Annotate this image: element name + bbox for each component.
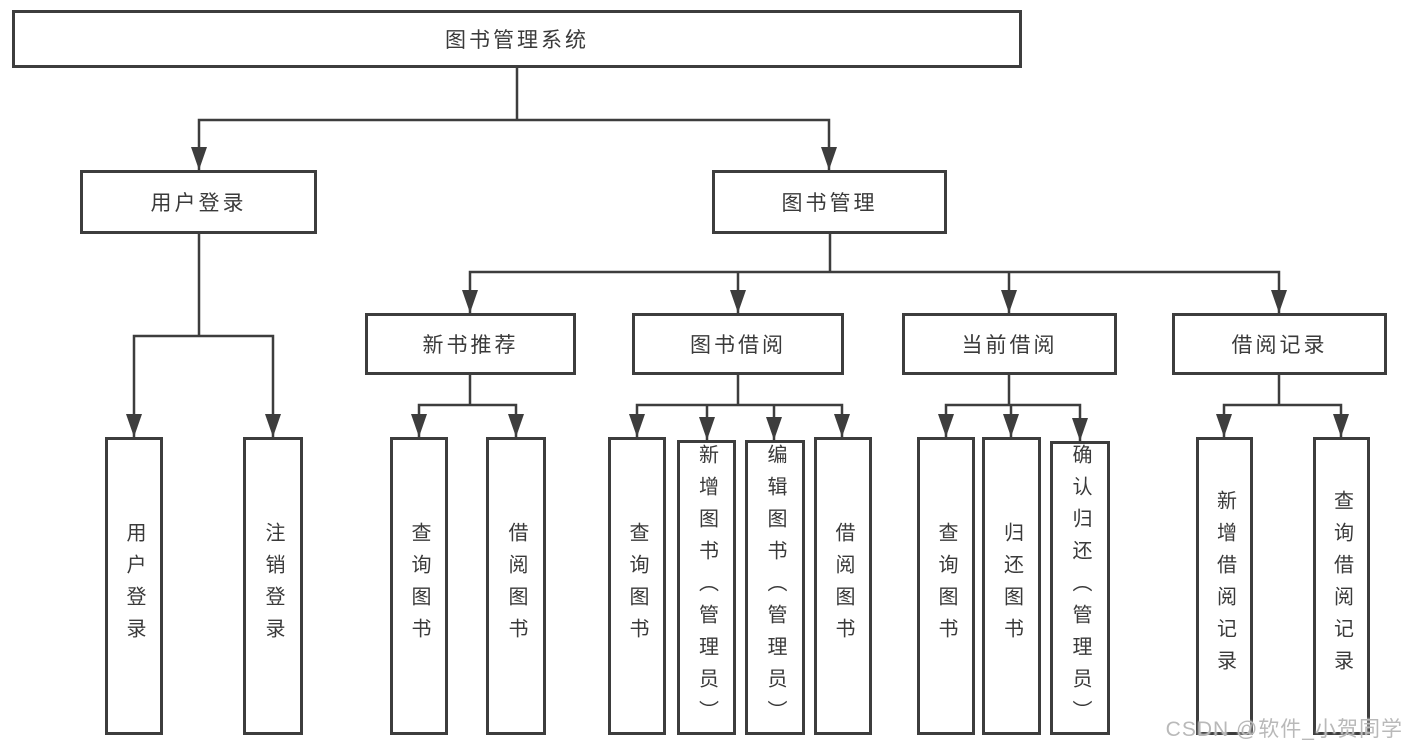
watermark: CSDN @软件_小贺同学 [1165,718,1403,741]
arrowhead-icon [821,147,837,170]
arrowhead-icon [730,290,746,313]
node-leaf-confirm-return-admin: 确认归还（管理员） [1050,441,1110,735]
node-book-management: 图书管理 [712,170,947,234]
arrowhead-icon [1001,290,1017,313]
arrowhead-icon [1271,290,1287,313]
node-leaf-recommend-borrow-books-label: 借阅图书 [505,522,527,650]
node-leaf-user-login: 用户登录 [105,437,163,735]
node-new-book-recommend: 新书推荐 [365,313,576,375]
node-root-label: 图书管理系统 [445,29,589,52]
node-current-borrowing: 当前借阅 [902,313,1117,375]
node-leaf-current-query-books-label: 查询图书 [935,522,957,650]
node-leaf-user-login-label: 用户登录 [123,522,145,650]
node-leaf-logout: 注销登录 [243,437,303,735]
node-book-borrowing-label: 图书借阅 [690,334,786,357]
node-leaf-return-books-label: 归还图书 [1000,522,1023,650]
node-leaf-recommend-query-books-label: 查询图书 [408,522,430,650]
node-user-login: 用户登录 [80,170,317,234]
node-leaf-query-borrow-record: 查询借阅记录 [1313,437,1370,735]
arrowhead-icon [834,414,850,437]
node-leaf-borrowing-query-books-label: 查询图书 [626,522,648,650]
node-leaf-edit-books-admin-label: 编辑图书（管理员） [764,443,786,732]
node-leaf-add-books-admin: 新增图书（管理员） [677,440,736,735]
arrowhead-icon [699,417,715,440]
node-leaf-logout-label: 注销登录 [262,522,284,650]
arrowhead-icon [508,414,524,437]
node-leaf-confirm-return-admin-label: 确认归还（管理员） [1069,444,1091,732]
node-leaf-add-borrow-record-label: 新增借阅记录 [1213,490,1236,682]
arrowhead-icon [766,417,782,440]
node-leaf-recommend-borrow-books: 借阅图书 [486,437,546,735]
node-leaf-borrowing-borrow-books: 借阅图书 [814,437,872,735]
arrowhead-icon [411,414,427,437]
node-leaf-recommend-query-books: 查询图书 [390,437,448,735]
node-root: 图书管理系统 [12,10,1022,68]
node-leaf-add-books-admin-label: 新增图书（管理员） [695,443,718,732]
node-leaf-borrowing-query-books: 查询图书 [608,437,666,735]
arrowhead-icon [1003,414,1019,437]
arrowhead-icon [938,414,954,437]
arrowhead-icon [1216,414,1232,437]
node-current-borrowing-label: 当前借阅 [961,334,1058,357]
arrowhead-icon [191,147,207,170]
node-book-borrowing: 图书借阅 [632,313,844,375]
node-borrowing-records-label: 借阅记录 [1231,334,1328,357]
node-user-login-label: 用户登录 [150,192,247,215]
arrowhead-icon [629,414,645,437]
node-leaf-edit-books-admin: 编辑图书（管理员） [745,440,805,735]
arrowhead-icon [1072,418,1088,441]
node-leaf-query-borrow-record-label: 查询借阅记录 [1330,490,1353,682]
node-book-management-label: 图书管理 [781,192,878,215]
node-leaf-borrowing-borrow-books-label: 借阅图书 [832,522,854,650]
arrowhead-icon [126,414,142,437]
arrowhead-icon [265,414,281,437]
arrowhead-icon [462,290,478,313]
arrowhead-icon [1333,414,1349,437]
node-borrowing-records: 借阅记录 [1172,313,1387,375]
node-leaf-current-query-books: 查询图书 [917,437,975,735]
node-leaf-add-borrow-record: 新增借阅记录 [1196,437,1253,735]
node-leaf-return-books: 归还图书 [982,437,1041,735]
node-new-book-recommend-label: 新书推荐 [422,334,519,357]
